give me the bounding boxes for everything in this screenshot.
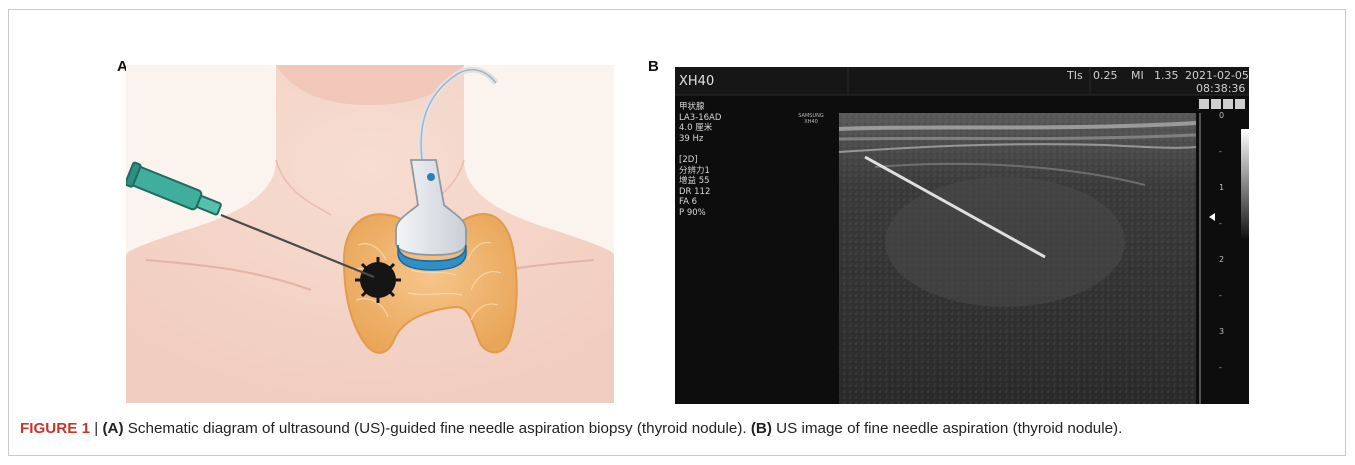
depth-tick-label: 2 <box>1219 255 1224 264</box>
parameter-line: 分辨力1 <box>679 166 721 177</box>
mi-label: MI <box>1131 69 1144 82</box>
ultrasound-scan <box>675 67 1249 404</box>
caption-separator: | <box>94 420 98 437</box>
caption-text-a: Schematic diagram of ultrasound (US)-gui… <box>128 420 747 437</box>
ultrasound-image: XH40 TIs 0.25 MI 1.35 2021-02-05 08:38:3… <box>675 67 1249 404</box>
mi-value: 1.35 <box>1154 69 1179 82</box>
parameter-line: LA3-16AD <box>679 113 721 124</box>
figure-caption: FIGURE 1 | (A) Schematic diagram of ultr… <box>20 420 1340 437</box>
parameter-line: P 90% <box>679 208 721 219</box>
neck-illustration <box>126 65 614 403</box>
parameter-line: 4.0 厘米 <box>679 123 721 134</box>
parameter-line: DR 112 <box>679 187 721 198</box>
depth-tick-label: - <box>1219 147 1222 156</box>
depth-tick-label: - <box>1219 219 1222 228</box>
grayscale-bar <box>1241 129 1249 239</box>
tis-value: 0.25 <box>1093 69 1118 82</box>
schematic-illustration <box>126 65 614 403</box>
depth-tick-label: 1 <box>1219 183 1224 192</box>
depth-tick-label: - <box>1219 291 1222 300</box>
caption-text-b: US image of fine needle aspiration (thyr… <box>776 420 1122 437</box>
parameter-line <box>679 144 721 155</box>
brand-logo: SAMSUNG XH40 <box>793 113 829 125</box>
parameter-line: 39 Hz <box>679 134 721 145</box>
parameter-line: 增益 55 <box>679 176 721 187</box>
scan-time: 08:38:36 <box>1196 82 1245 95</box>
device-model: XH40 <box>679 74 714 89</box>
depth-tick-label: 0 <box>1219 111 1224 120</box>
parameter-line: [2D] <box>679 155 721 166</box>
parameter-line: 甲状腺 <box>679 102 721 113</box>
depth-tick-label: 3 <box>1219 327 1224 336</box>
panel-b-letter: B <box>648 58 659 75</box>
parameter-line: FA 6 <box>679 197 721 208</box>
tis-label: TIs <box>1067 69 1083 82</box>
depth-tick-label: - <box>1219 363 1222 372</box>
figure-label: FIGURE 1 <box>20 420 90 437</box>
scan-date: 2021-02-05 <box>1185 69 1249 82</box>
caption-label-b: (B) <box>751 420 772 437</box>
caption-label-a: (A) <box>102 420 123 437</box>
